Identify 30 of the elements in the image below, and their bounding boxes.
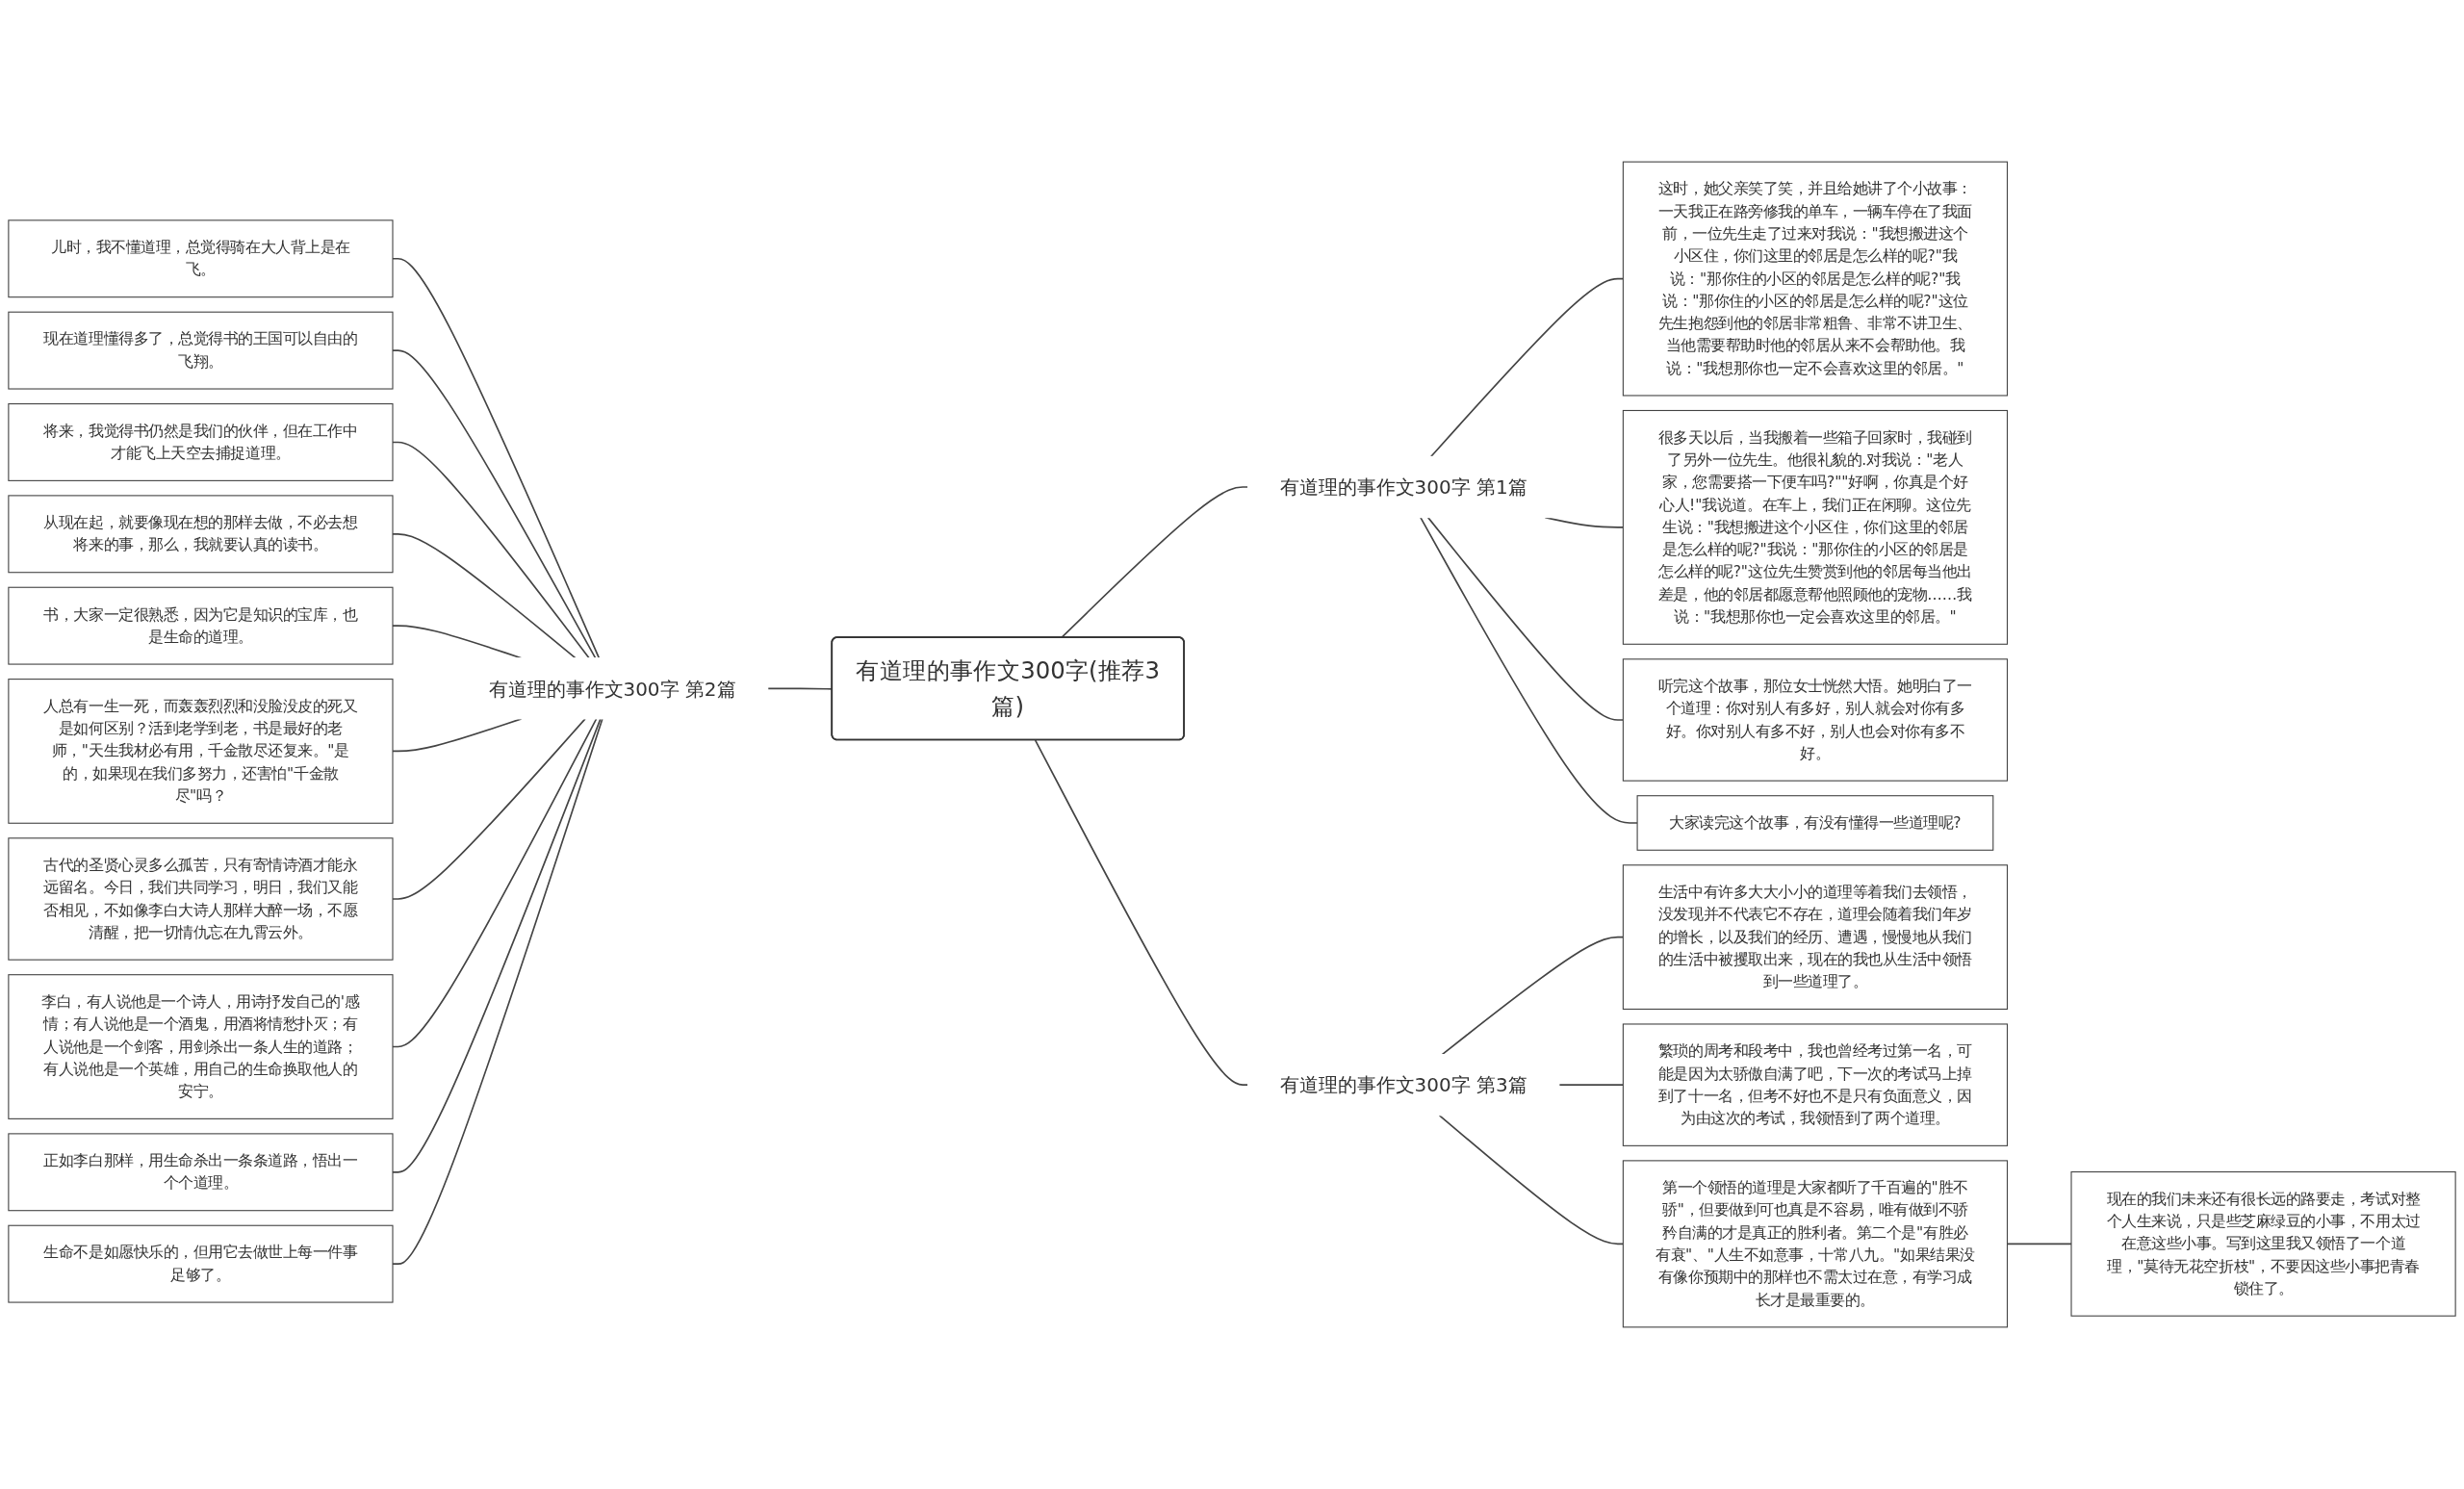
node-text: 有道理的事作文300字 第3篇 [1279,1073,1527,1096]
connector [392,441,590,659]
connector [392,718,586,900]
connector [392,349,597,659]
connector [392,532,577,659]
node-box: 将来，我觉得书仍然是我们的伙伴，但在工作中才能飞上天空去捕捉道理。 [8,403,394,481]
connector [392,718,598,1048]
node-box: 繁琐的周考和段考中，我也曾经考过第一名，可能是因为太骄傲自满了吧，下一次的考试马上掉到了十一名，但考不好也不是只有负面意义，因为由这次的考试，我领悟到了两个道理。 [1622,1023,2009,1146]
connector [392,718,602,1173]
node-box: 生命不是如愿快乐的，但用它去做世上每一件事足够了。 [8,1224,394,1303]
node-text: 有道理的事作文300字 第2篇 [488,677,736,700]
node-box: 生活中有许多大大小小的道理等着我们去领悟，没发现并不代表它不存在，道理会随着我们年岁的增长，以及我们的经历、遭遇，慢慢地从我们的生活中被攫取出来，现在的我也从生活中领悟到一些道理了。 [1622,864,2009,1010]
connector [392,718,603,1265]
connector [1420,516,1638,824]
node-box: 从现在起，就要像现在想的那样去做，不必去想将来的事，那么，我就要认真的读书。 [8,495,394,574]
node-box: 人总有一生一死，而轰轰烈烈和没脸没皮的死又是如何区别？活到老学到老，书是最好的老师，"天生我材必有用，千金散尽还复来。"是的，如果现在我们多努力，还害怕"千金散尽"吗？ [8,679,394,824]
node-box: 现在的我们未来还有很长远的路要走，考试对整个人生来说，只是些芝麻绿豆的小事，不用太过在意这些小事。写到这里我又领悟了一个道理，"莫待无花空折枝"，不要因这些小事把青春锁住了。 [2070,1170,2456,1317]
node-box: 书，大家一定很熟悉，因为它是知识的宝库，也是生命的道理。 [8,586,394,665]
node-box: 大家读完这个故事，有没有懂得一些道理呢? [1636,795,1994,851]
node-box: 第一个领悟的道理是大家都听了千百遍的"胜不骄"，但要做到可也真是不容易，唯有做到不骄矜自满的才是真正的胜利者。第二个是"有胜必有衰"、"人生不如意事，十常八九。"如果结果没有像你预期中的那样也不需太过在意，有学习成长才是最重要的。 [1622,1160,2009,1328]
node-box: 李白，有人说他是一个诗人，用诗抒发自己的'感情；有人说他是一个酒鬼，用酒将情愁扑灭；有人说他是一个剑客，用剑杀出一条人生的道路；有人说他是一个英雄，用自己的生命换取他人的安宁。 [8,974,394,1119]
node-box: 听完这个故事，那位女士恍然大悟。她明白了一个道理：你对别人有多好，别人就会对你有多好。你对别人有多不好，别人也会对你有多不好。 [1622,658,2009,782]
connector [392,257,601,659]
node-box: 正如李白那样，用生命杀出一条条道路，悟出一个个道理。 [8,1133,394,1212]
node-text: 有道理的事作文300字 第1篇 [1279,475,1527,499]
node-box: 儿时，我不懂道理，总觉得骑在大人背上是在飞。 [8,219,394,298]
node-box: 很多天以后，当我搬着一些箱子回家时，我碰到了另外一位先生。他很礼貌的.对我说："老人家，您需要搭一下便车吗?""好啊，你真是个好心人!"我说道。在车上，我们正在闲聊。这位先生说："我想搬进这个小区住，你们这里的邻居是怎么样的呢?"我说："那你住的小区的邻居是怎么样的呢?"这位先生赞赏到他的邻居每当他出差是，他的邻居都愿意帮他照顾他的宠物……我说："我想那你也一定会喜欢这里的邻居。" [1622,409,2009,645]
node-box: 这时，她父亲笑了笑，并且给她讲了个小故事：一天我正在路旁修我的单车，一辆车停在了我面前，一位先生走了过来对我说："我想搬进这个小区住，你们这里的邻居是怎么样的呢?"我说："那你住的小区的邻居是怎么样的呢?"我说："那你住的小区的邻居是怎么样的呢?"这位先生抱怨到他的邻居非常粗鲁、非常不讲卫生、当他需要帮助时他的邻居从来不会帮助他。我说："我想那你也一定不会喜欢这里的邻居。" [1622,161,2009,397]
node-box: 古代的圣贤心灵多么孤苦，只有寄情诗酒才能永远留名。今日，我们共同学习，明日，我们又能否相见，不如像李白大诗人那样大醉一场，不愿清醒，把一切情仇忘在九霄云外。 [8,837,394,961]
node-box: 现在道理懂得多了，总觉得书的王国可以自由的飞翔。 [8,311,394,390]
